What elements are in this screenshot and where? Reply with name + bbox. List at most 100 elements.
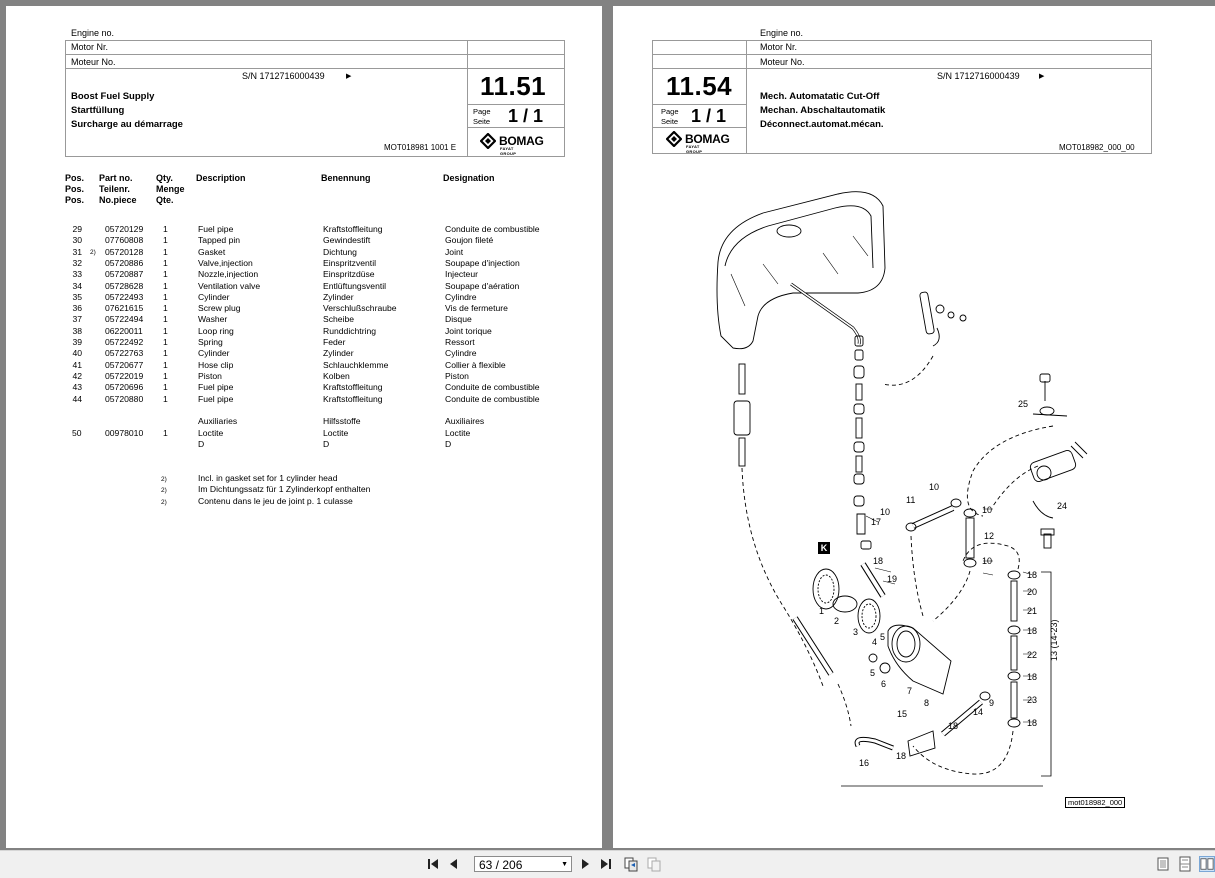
footnote-text: Contenu dans le jeu de joint p. 1 culass… [198, 496, 353, 506]
header-border [1151, 40, 1152, 154]
callout-12: 12 [984, 531, 995, 541]
go-back-icon[interactable] [623, 856, 639, 872]
section-number: 11.51 [480, 71, 547, 101]
title-en: Boost Fuel Supply [71, 91, 155, 102]
serial-number: S/N 1712716000439 [937, 71, 1020, 81]
single-page-view-icon[interactable] [1155, 856, 1171, 872]
row-note: 2) [90, 248, 96, 256]
ring-9 [979, 691, 991, 701]
dashed-connector [837, 683, 852, 727]
row-benennung: Gewindestift [323, 235, 371, 246]
page-value: 1 / 1 [691, 106, 727, 126]
row-designation: Vis de fermeture [445, 303, 508, 314]
dashed-connector [992, 465, 1039, 507]
row-designation: Joint [445, 246, 464, 257]
callout-16: 16 [859, 758, 870, 768]
row-part-number: 05722763 [105, 348, 144, 359]
header-rule [467, 104, 565, 105]
engine-no-label: Engine no. [71, 28, 115, 38]
row-pos: 32 [72, 257, 82, 268]
left-document-page: Engine no. Motor Nr. Moteur No. S/N 1712… [6, 6, 602, 848]
row-part-number: 05722494 [105, 314, 144, 325]
exploded-parts-diagram [716, 191, 1088, 787]
two-page-view-icon[interactable] [1199, 856, 1215, 872]
serial-number: S/N 1712716000439 [242, 71, 325, 81]
serial-arrow-icon: ▶ [1039, 73, 1045, 80]
header-rule [65, 156, 565, 157]
header-rule [652, 68, 1152, 69]
dashed-connector [741, 467, 824, 687]
next-page-icon[interactable] [577, 856, 593, 872]
row-part-number: 05720129 [105, 224, 144, 234]
aux-heading-fr: Auxiliaires [445, 416, 485, 426]
last-page-icon[interactable] [598, 856, 614, 872]
fuel-tank-edge [724, 205, 874, 269]
filter-assembly [812, 568, 952, 695]
aux-heading-de: Hilfsstoffe [323, 416, 361, 426]
footnote-mark: 2) [161, 476, 167, 483]
callout-3: 3 [853, 627, 859, 637]
row-part-number: 05720696 [105, 382, 144, 393]
header-rule [65, 68, 565, 69]
callout-6: 6 [881, 679, 887, 689]
row-description: Tapped pin [198, 235, 241, 246]
aux-desc-fr: Loctite [445, 428, 471, 438]
row-description: Valve,injection [198, 257, 253, 268]
row-description: Cylinder [198, 291, 230, 302]
row-part-number: 05728628 [105, 280, 144, 291]
header-rule [652, 40, 1152, 41]
go-forward-icon[interactable] [646, 856, 662, 872]
first-page-icon[interactable] [425, 856, 441, 872]
continuous-view-icon[interactable] [1177, 856, 1193, 872]
row-pos: 44 [72, 393, 82, 404]
callout-7: 7 [907, 686, 913, 696]
footnote-mark: 2) [161, 487, 167, 494]
row-qty: 1 [163, 303, 168, 314]
header-rule [65, 40, 565, 41]
row-pos: 36 [72, 303, 82, 314]
page-dropdown-icon[interactable]: ▼ [561, 861, 568, 868]
row-qty: 1 [163, 257, 168, 268]
row-designation: Collier à flexible [445, 359, 506, 370]
col-part-fr: No.piece [99, 195, 137, 205]
row-designation: Conduite de combustible [445, 393, 540, 404]
viewer-toolbar: 63 / 206 ▼ [0, 850, 1215, 878]
dashed-connector [932, 570, 971, 622]
document-code: MOT018981 1001 E [384, 143, 457, 152]
callout-14: 14 [973, 707, 984, 717]
aux-desc-en: Loctite [198, 428, 224, 438]
row-qty: 1 [163, 382, 168, 393]
row-qty: 1 [163, 280, 168, 291]
header-border [564, 40, 565, 157]
dashed-connector [910, 535, 924, 617]
row-designation: Soupape d'aération [445, 280, 520, 291]
logo-subtext: FAYAT GROUP [686, 144, 703, 154]
callout-23: 23 [1027, 695, 1038, 705]
page-number-field[interactable]: 63 / 206 ▼ [474, 856, 572, 872]
callout-18: 18 [1027, 672, 1038, 682]
fuel-tank-ribs [730, 235, 869, 307]
row-description: Spring [198, 337, 223, 347]
callout-13: 13 (14-23) [1049, 619, 1059, 661]
row-benennung: Dichtung [323, 246, 357, 257]
pipe-11-inner [912, 506, 954, 528]
logo-subtext: FAYAT GROUP [500, 146, 517, 156]
previous-page-icon[interactable] [446, 856, 462, 872]
header-rule [652, 153, 1152, 154]
bracket-13 [1041, 571, 1052, 777]
callout-10: 10 [982, 556, 993, 566]
col-qty-en: Qty. [156, 173, 173, 183]
row-benennung: Runddichtring [323, 325, 377, 336]
row-designation: Cylindre [445, 348, 477, 359]
title-fr: Surcharge au démarrage [71, 119, 183, 130]
callout-18: 18 [948, 721, 959, 731]
row-designation: Ressort [445, 337, 475, 347]
callout-18: 18 [1027, 718, 1038, 728]
